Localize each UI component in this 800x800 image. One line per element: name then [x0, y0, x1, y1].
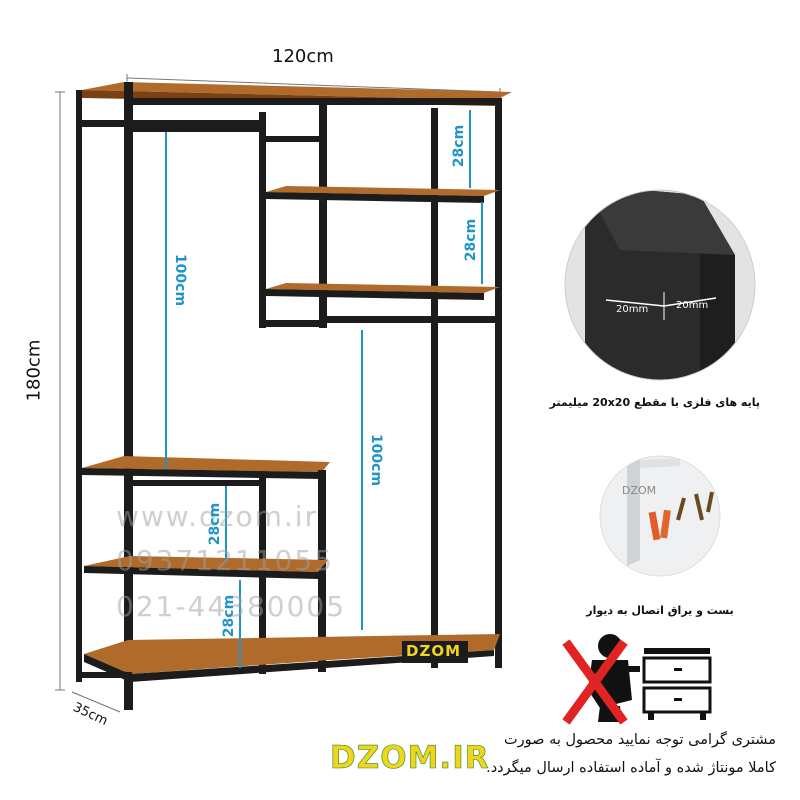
dimension-lines	[55, 74, 501, 713]
brand-footer-logo: DZOM.IR	[330, 740, 489, 784]
profile-size-a: 20mm	[616, 304, 649, 315]
top-shelf-gap-2-label: 28cm	[463, 218, 480, 262]
right-hanging-label: 100cm	[368, 433, 385, 487]
no-assembly-icon	[562, 634, 712, 725]
bottom-shelf-gap-2-label: 28cm	[221, 594, 238, 638]
brand-footer-text: DZOM.IR	[330, 740, 490, 777]
watermark-site: www.dzom.ir	[116, 500, 319, 533]
bracket-logo: DZOM	[622, 484, 657, 497]
top-shelf-gap-1-label: 28cm	[451, 124, 468, 168]
watermark-mobile: 09371211055	[116, 544, 334, 577]
upper-shelves	[266, 186, 500, 300]
height-label: 180cm	[23, 339, 45, 402]
bracket-caption: بست و یراق اتصال به دیوار	[586, 604, 734, 617]
measure-lines	[165, 110, 483, 668]
shelf-badge-text: DZOM	[406, 642, 462, 660]
left-hanging-label: 100cm	[172, 253, 189, 307]
bottom-shelf-gap-1-label: 28cm	[207, 502, 224, 546]
frame-front	[76, 82, 502, 710]
watermark-landline: 021-44380005	[116, 590, 347, 623]
profile-detail-circle	[565, 190, 755, 380]
notice-line-1: مشتری گرامی توجه نمایید محصول به صورت	[504, 732, 776, 748]
notice-line-2: کاملا مونتاژ شده و آماده استفاده ارسال م…	[486, 760, 776, 776]
profile-size-b: 20mm	[676, 300, 709, 311]
width-label: 120cm	[272, 46, 334, 67]
bracket-detail-circle	[600, 456, 720, 576]
lower-left-cabinet	[82, 456, 330, 674]
profile-caption: پایه های فلزی با مقطع 20x20 میلیمتر	[549, 396, 760, 409]
dzom-shelf-badge	[402, 641, 468, 663]
